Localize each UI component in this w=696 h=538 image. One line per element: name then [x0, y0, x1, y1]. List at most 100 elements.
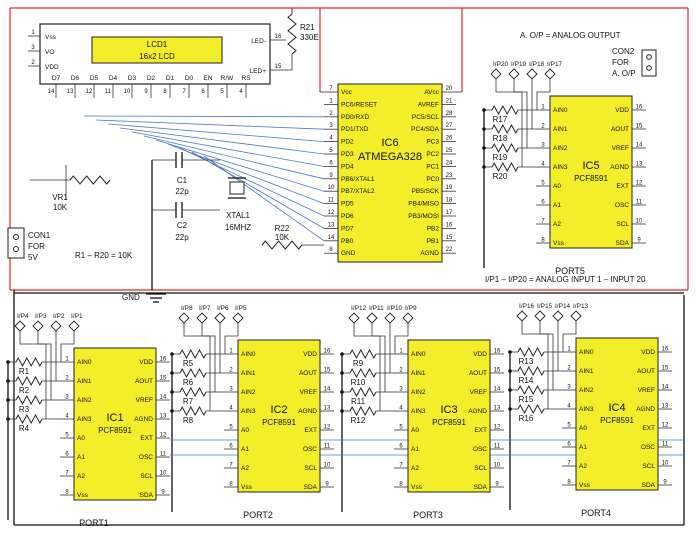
mcu-pin-left: PD7 — [341, 225, 354, 232]
pin-number: 3 — [31, 45, 35, 51]
input-terminal-icon — [196, 312, 208, 324]
junction-dot — [508, 407, 512, 411]
pin-label-left: A1 — [411, 446, 419, 453]
pin-number: 6 — [541, 200, 545, 206]
pin-label-right: EXT — [304, 427, 317, 434]
vr1-value: 10K — [53, 203, 68, 212]
input-terminal-icon — [490, 68, 502, 80]
pin-number: 1 — [229, 349, 233, 355]
junction-dot — [340, 390, 344, 394]
pin-number: 4 — [541, 162, 545, 168]
pin-number: 8 — [163, 89, 167, 95]
junction-dot — [170, 409, 174, 413]
pin-number: 1 — [399, 349, 403, 355]
input-label: I/P7 — [199, 305, 211, 312]
input-terminal-icon — [570, 310, 582, 322]
pin-number: 24 — [446, 160, 453, 166]
resistor-symbol — [15, 394, 43, 406]
mcu-pin-right: PC1 — [426, 163, 439, 170]
pin-number: 22 — [446, 247, 453, 253]
resistor-label: R14 — [519, 376, 534, 385]
mcu-pin-right: PB1 — [427, 238, 440, 245]
lcd-pin-bottom: R/W — [221, 75, 235, 82]
pin-number: 6 — [201, 89, 205, 95]
lcd-pin-bottom: D1 — [166, 75, 175, 82]
pin-number: 4 — [329, 136, 333, 142]
wire — [183, 323, 211, 411]
resistor-note: R1 – R20 = 10K — [75, 251, 133, 260]
input-terminal-icon — [516, 310, 528, 322]
pin-label-left: A1 — [77, 454, 85, 461]
wire — [539, 321, 554, 390]
wire — [394, 323, 409, 354]
pin-number: 28 — [446, 111, 453, 117]
pin-number: 26 — [446, 136, 453, 142]
junction-dot — [482, 165, 486, 169]
port-label: PORT5 — [555, 266, 585, 276]
pin-number: 27 — [446, 123, 453, 129]
pin-number: 17 — [446, 210, 453, 216]
pin-label-left: Vss — [241, 484, 253, 491]
ic-type-label: PCF8591 — [574, 174, 608, 183]
pin-label-left: AIN2 — [579, 387, 594, 394]
pin-label-left: A1 — [553, 202, 561, 209]
resistor-label: R2 — [19, 386, 30, 395]
mcu-pin-right: AVcc — [424, 89, 439, 96]
pin-number: 3 — [329, 123, 333, 129]
mcu-pin-right: PC0 — [426, 176, 439, 183]
resistor-label: R11 — [351, 397, 366, 406]
pin-label-right: SDA — [474, 484, 488, 491]
pin-label-left: AIN0 — [579, 349, 594, 356]
input-terminal-icon — [232, 312, 244, 324]
input-terminal-icon — [526, 68, 538, 80]
mcu-pin-right: AVREF — [418, 101, 439, 108]
pin-number: 10 — [124, 89, 131, 95]
pin-label-right: OSC — [303, 446, 317, 453]
resistor-label: R18 — [493, 134, 508, 143]
pin-number: 11 — [160, 452, 167, 458]
lcd-pin-bottom: EN — [203, 75, 212, 82]
lcd-pin-bottom: D3 — [128, 75, 137, 82]
pin-label-right: VREF — [612, 145, 629, 152]
mcu-type-label: ATMEGA328 — [358, 151, 422, 163]
resistor-label: R6 — [183, 378, 194, 387]
pin-number: 1 — [567, 347, 571, 353]
pin-number: 13 — [494, 406, 501, 412]
pin-number: 7 — [182, 89, 186, 95]
pin-number: 15 — [636, 124, 643, 130]
input-label: I/P19 — [511, 61, 527, 68]
wire — [536, 79, 551, 110]
lcd-type-label: 16x2 LCD — [139, 52, 175, 61]
resistor-symbol — [349, 348, 377, 360]
input-terminal-icon — [348, 312, 360, 324]
pin-label-left: A1 — [241, 446, 249, 453]
input-label: I/P15 — [537, 303, 553, 310]
pin-number: 6 — [329, 160, 333, 166]
resistor-symbol — [261, 240, 303, 250]
resistor-label: R16 — [519, 414, 534, 423]
junction-dot — [170, 352, 174, 356]
mcu-pin-left: PD4 — [341, 163, 354, 170]
bus-wire — [179, 147, 325, 217]
resistor-symbol — [287, 13, 297, 55]
c2-value: 22p — [175, 233, 189, 242]
pin-number: 8 — [567, 480, 571, 486]
analog-output-note: A. O/P = ANALOG OUTPUT — [520, 31, 621, 40]
port-label: PORT4 — [581, 508, 611, 518]
lcd-pin-bottom: D0 — [185, 75, 194, 82]
pin-number: 11 — [636, 200, 643, 206]
lcd-pin-bottom: D5 — [90, 75, 99, 82]
wire — [521, 321, 549, 409]
junction-dot — [482, 127, 486, 131]
pin-label-left: A0 — [241, 427, 249, 434]
bus-wire — [131, 131, 325, 167]
ic-ref-label: IC2 — [270, 404, 287, 416]
resistor-label: R19 — [493, 153, 508, 162]
junction-dot — [482, 146, 486, 150]
con2-pin — [646, 65, 652, 71]
input-terminal-icon — [68, 320, 80, 332]
pin-number: 14 — [48, 89, 55, 95]
xtal-value: 16MHZ — [225, 223, 251, 232]
bus-wire — [83, 115, 325, 118]
